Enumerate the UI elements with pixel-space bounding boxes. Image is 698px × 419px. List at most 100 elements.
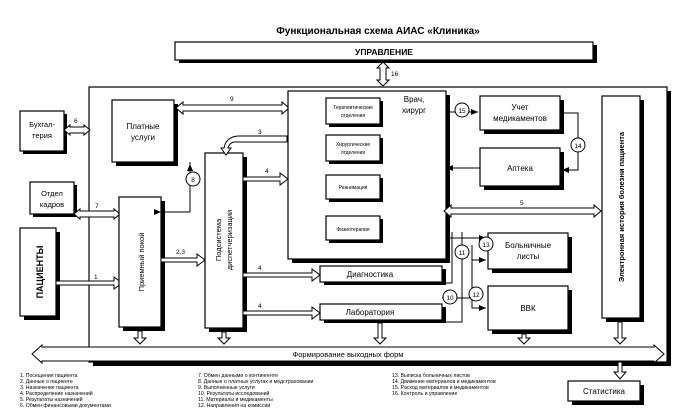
vvk-block [487, 285, 569, 331]
dispatch-label-1: Подсистема [214, 218, 223, 261]
ehr-block [601, 95, 641, 319]
flow-8-label: 8 [191, 177, 195, 184]
flow-11-label: 11 [459, 250, 466, 257]
meds-label-1: Учет [511, 103, 528, 112]
surgery-label-1: Хирургические [336, 142, 371, 148]
statistics-label: Статистика [583, 387, 626, 396]
diagnostics-label: Диагностика [347, 270, 394, 279]
diagram-title: Функциональная схема АИАС «Клиника» [276, 26, 480, 37]
legend-item: 13. Выписка больничных листов [392, 373, 470, 379]
surgery-dept-block [325, 134, 381, 162]
meds-label-2: медикаментов [493, 114, 547, 123]
to-statistics-arrow [612, 361, 628, 380]
reception-down-arrow [132, 330, 148, 345]
output-forms-arrow [31, 343, 665, 365]
legend-item: 9. Выполненные услуги [198, 385, 255, 392]
therapy-dept-block [325, 97, 381, 125]
therapy-label-1: Терапевтические [333, 105, 373, 111]
flow-4b-label: 4 [258, 265, 262, 272]
paid-services-label-2: услуги [131, 133, 155, 142]
flow-10-circle [442, 289, 458, 305]
legend-item: 12. Направления на комиссии [198, 403, 271, 410]
flow-9-label: 9 [230, 96, 234, 103]
reception-block [118, 196, 162, 328]
legend-item: 2. Данные о пациенте [20, 379, 73, 386]
flow-11-circle [454, 244, 470, 260]
flow-4c-arrow [242, 306, 321, 320]
lab-down-arrow [372, 322, 388, 345]
sick-leave-block [487, 232, 569, 270]
diagnostics-block [319, 265, 443, 283]
output-forms-label: Формирование выходных форм [293, 350, 404, 359]
patients-block [19, 227, 57, 317]
flow-7-label: 7 [95, 203, 99, 210]
hr-label-1: Отдел [41, 189, 63, 198]
vvk-label: ВВК [520, 304, 536, 313]
laboratory-block [319, 303, 443, 321]
icu-label: Реанимация [339, 185, 368, 191]
meds-accounting-block [479, 95, 561, 131]
flow-5-arrow [443, 203, 602, 219]
flow-16-label: 16 [391, 71, 399, 78]
legend-item: 6. Обмен финансовыми документами [20, 403, 111, 410]
flow-3-label: 3 [258, 129, 262, 136]
accounting-label-2: терия [32, 131, 52, 140]
doctor-label-2: хирург [402, 106, 426, 115]
flow-15-circle [454, 102, 470, 118]
hr-label-2: кадров [40, 200, 64, 209]
pharmacy-block [479, 147, 561, 187]
dispatch-down-arrow [216, 331, 232, 345]
flow-8-circle [185, 171, 201, 187]
flow-12-line [471, 260, 486, 311]
icu-block [325, 174, 381, 200]
flow-10-label: 10 [446, 295, 454, 302]
legend-item: 1. Посещения пациента [20, 373, 78, 379]
surgery-label-2: отделения [341, 150, 366, 156]
therapy-label-2: отделения [341, 113, 366, 119]
management-block [174, 41, 594, 61]
flow-7-arrow [73, 207, 121, 221]
legend-item: 3. Назначение пациента [20, 385, 79, 392]
flow-6-label: 6 [74, 118, 78, 125]
flow-5-label: 5 [520, 200, 524, 207]
legend-item: 5. Результаты назначений [20, 397, 83, 404]
flow-4a-arrow [242, 172, 289, 186]
legend-item: 4. Распределение назначений [20, 391, 93, 398]
management-label: УПРАВЛЕНИЕ [355, 47, 413, 57]
flow-11-line [442, 232, 463, 323]
flow-6-arrow [63, 123, 91, 137]
flow-13-label: 13 [482, 242, 490, 249]
flow-12-circle [468, 286, 484, 302]
physio-block [325, 215, 381, 241]
doctor-label-1: Врач, [404, 95, 424, 104]
legend-item: 14. Движение материалов и медикаментов [392, 379, 496, 386]
laboratory-label: Лаборатория [346, 308, 395, 317]
statistics-block [567, 380, 641, 402]
flow-4c-label: 4 [258, 303, 262, 310]
patients-label: ПАЦИЕНТЫ [35, 245, 45, 298]
legend-item: 10. Результаты исследований [198, 391, 270, 398]
flow-23-label: 2,3 [176, 249, 185, 256]
sick-leave-label-1: Больничные [505, 241, 552, 250]
flow-16-arrow [375, 61, 391, 87]
accounting-block [19, 110, 65, 152]
physio-label: Физиотерапия [336, 227, 369, 233]
reception-label: Приемный покой [137, 233, 146, 292]
flow-4a-label: 4 [265, 168, 269, 175]
flow-15-label: 15 [458, 108, 466, 115]
dispatch-label-2: диспетчеризации [225, 210, 234, 270]
flow-11-line-b [442, 232, 453, 284]
flow-13-circle [478, 236, 494, 252]
flow-14-circle [570, 137, 586, 153]
flow-4b-arrow [242, 268, 321, 282]
pharmacy-label: Аптека [507, 164, 533, 173]
legend-col-2: 7. Обмен данными о контингенте 8. Данные… [198, 373, 313, 410]
flow-3-arrow [220, 135, 288, 156]
paid-services-label-1: Платные [127, 122, 161, 131]
hr-block [29, 181, 75, 215]
dispatch-block [204, 152, 244, 329]
vvk-down-arrow [516, 333, 532, 345]
flow-1-label: 1 [94, 274, 98, 281]
legend-col-1: 1. Посещения пациента 2. Данные о пациен… [20, 373, 111, 410]
